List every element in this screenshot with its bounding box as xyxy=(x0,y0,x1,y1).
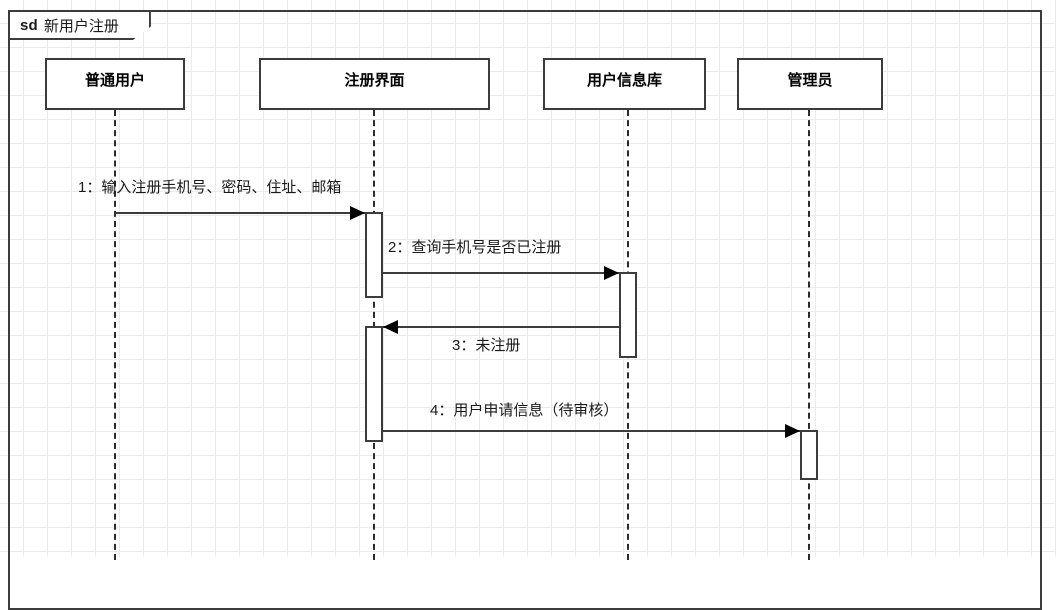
frame-keyword: sd xyxy=(20,16,38,34)
message-label-1: 1：输入注册手机号、密码、住址、邮箱 xyxy=(78,179,342,196)
message-label-3: 3：未注册 xyxy=(452,337,521,354)
message-line-4[interactable] xyxy=(383,430,800,432)
lifeline-label: 注册界面 xyxy=(344,72,405,89)
lifeline-header-admin[interactable]: 管理员 xyxy=(737,58,883,110)
message-line-2[interactable] xyxy=(383,272,619,274)
activation-bar-db[interactable] xyxy=(619,272,637,358)
message-arrowhead-4 xyxy=(785,424,800,438)
activation-bar-ui[interactable] xyxy=(365,326,383,442)
frame-name: 新用户注册 xyxy=(43,17,119,35)
message-line-3[interactable] xyxy=(383,326,619,328)
lifeline-header-user[interactable]: 普通用户 xyxy=(45,58,185,110)
message-line-1[interactable] xyxy=(115,212,365,214)
lifeline-header-db[interactable]: 用户信息库 xyxy=(543,58,706,110)
message-label-4: 4：用户申请信息（待审核） xyxy=(430,402,619,419)
diagram-frame-top-edge xyxy=(8,10,1042,12)
activation-bar-ui[interactable] xyxy=(365,212,383,298)
lifeline-user xyxy=(114,110,116,560)
lifeline-header-ui[interactable]: 注册界面 xyxy=(259,58,490,110)
message-arrowhead-2 xyxy=(604,266,619,280)
message-arrowhead-1 xyxy=(350,206,365,220)
lifeline-label: 普通用户 xyxy=(84,72,145,89)
lifeline-label: 用户信息库 xyxy=(586,72,662,89)
activation-bar-admin[interactable] xyxy=(800,430,818,480)
frame-label-tag: sd 新用户注册 xyxy=(8,10,151,40)
message-arrowhead-3 xyxy=(383,320,398,334)
lifeline-admin xyxy=(808,110,810,560)
lifeline-label: 管理员 xyxy=(787,72,833,89)
message-label-2: 2：查询手机号是否已注册 xyxy=(388,239,562,256)
